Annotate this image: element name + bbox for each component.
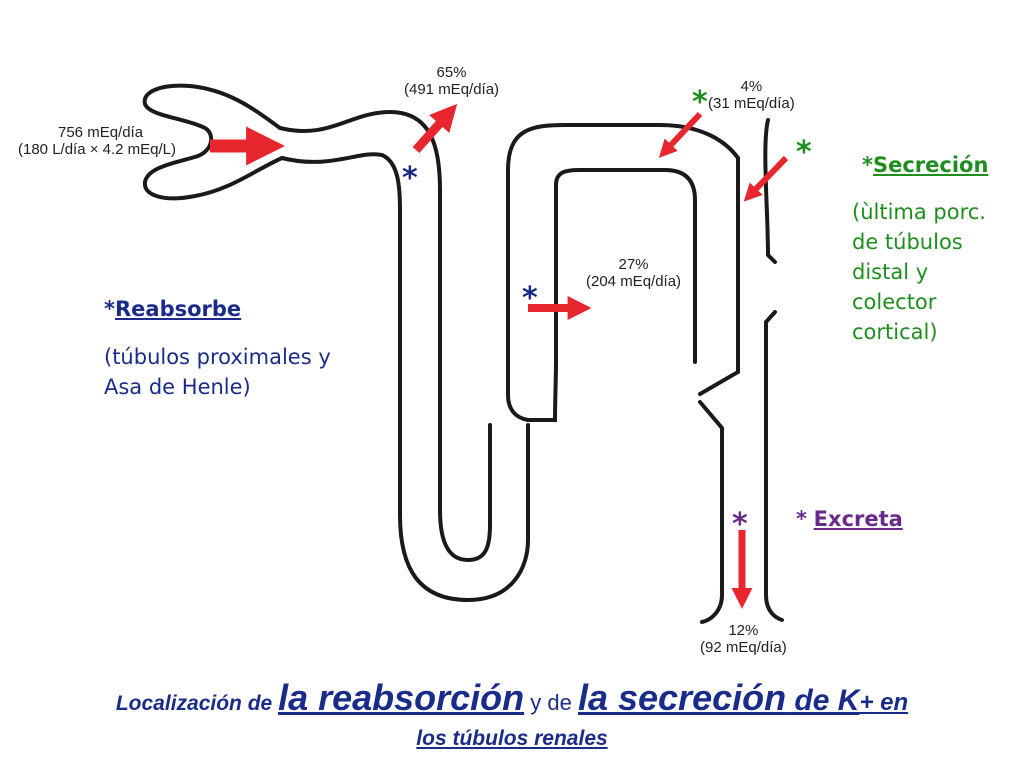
reabsorbe-marker: * [104,297,115,321]
caption-reabsorcion: la reabsorción [278,677,525,718]
slide-caption: Localización de la reabsorción y de la s… [0,676,1024,752]
secrecion-marker: * [862,153,873,177]
excreta-heading: * Excreta [796,504,903,534]
excreta-marker: * [796,507,807,531]
caption-part1: Localización de [115,692,279,715]
asterisk-excretion: * [732,507,748,542]
input-label: 756 mEq/día (180 L/día × 4.2 mEq/L) [18,124,177,158]
reabsorbe-title: Reabsorbe [114,297,242,321]
henle-loop-inner [438,423,492,563]
output-label: 12% (92 mEq/día) [700,622,787,656]
proximal-tubule-outline [278,109,442,512]
asterisk-distal: * [692,85,708,120]
secrecion-description: (ùltima porc. de túbulos distal y colect… [852,200,986,344]
caption-secrecion: la secreción [577,677,787,718]
distal-label: 4% (31 mEq/día) [708,78,795,112]
collecting-duct-right [763,118,784,622]
henle-loop-outer [398,423,530,603]
arrow-collector-secretion [743,155,789,202]
collecting-duct-left [698,348,740,624]
secrecion-heading: *Secreción [862,150,988,180]
proximal-label: 65% (491 mEq/día) [404,64,500,98]
distal-tubule-outer [658,123,740,352]
asterisk-proximal: * [402,161,418,196]
ascending-limb-outer [506,123,662,422]
arrow-distal-secretion [658,111,703,158]
secrecion-title: Secreción [872,153,989,177]
caption-part5: de K [786,684,860,717]
asterisk-henle: * [522,281,538,316]
proximal-tubule-inner [280,152,402,517]
caption-line2: los túbulos renales [416,727,608,750]
arrow-proximal-reabsorption [412,103,458,153]
caption-part6: + en [859,689,909,716]
ascending-limb-inner [526,168,697,422]
caption-part3: y de [524,690,578,715]
asterisk-collector: * [796,135,812,170]
reabsorbe-description: (túbulos proximales y Asa de Henle) [104,345,331,399]
henle-label: 27% (204 mEq/día) [586,256,682,290]
reabsorbe-heading: *Reabsorbe [104,294,241,324]
excreta-title: Excreta [813,507,903,531]
